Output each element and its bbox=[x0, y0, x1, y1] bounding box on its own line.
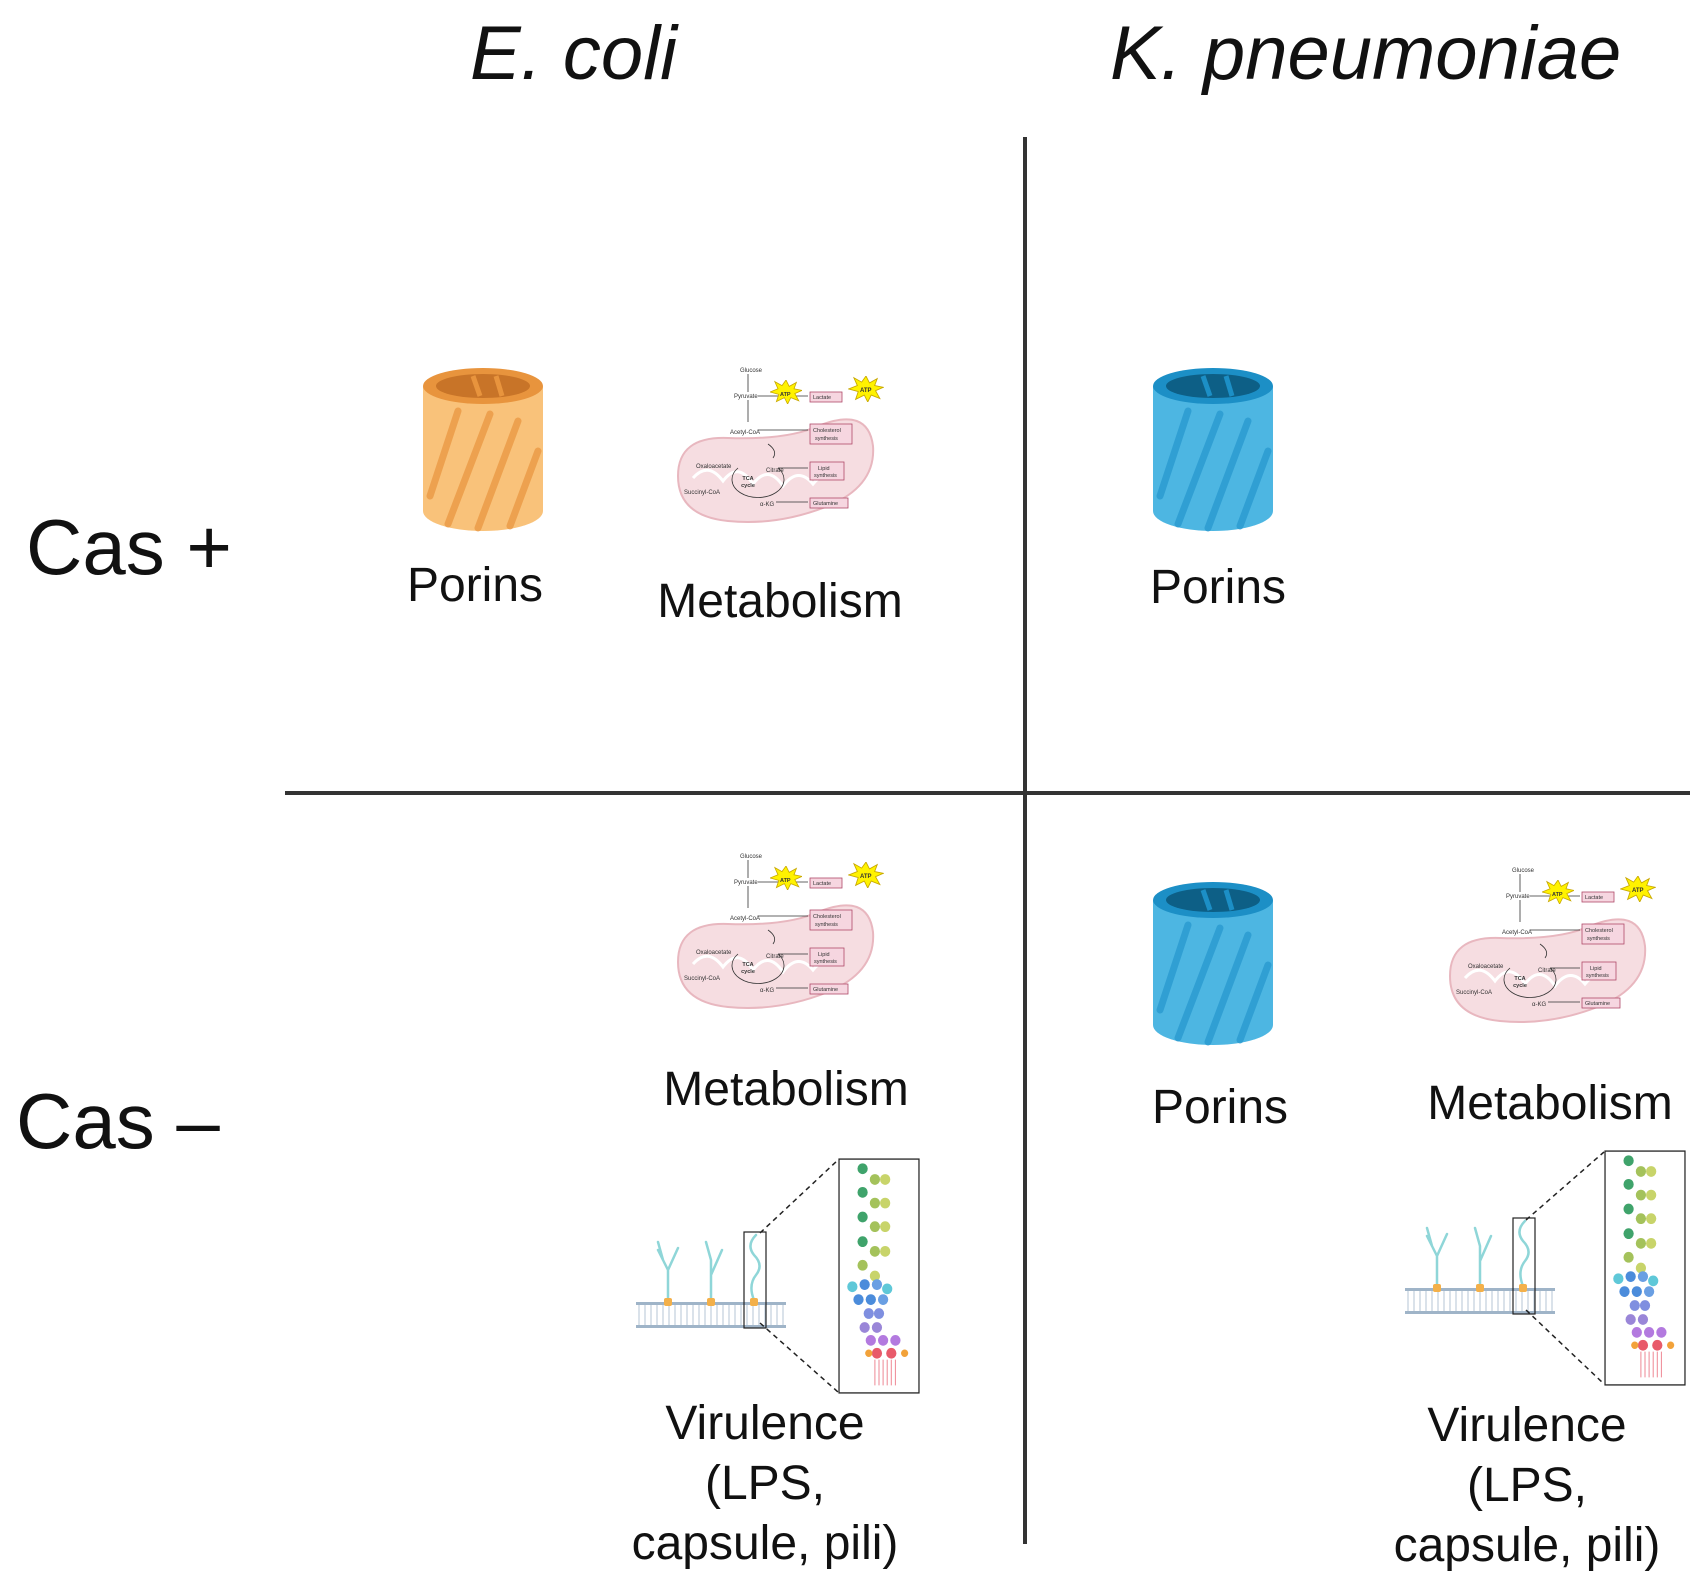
metabolism-text: TCA bbox=[742, 962, 753, 968]
metabolism-text: ATP bbox=[780, 392, 791, 398]
metabolism-text: Succinyl-CoA bbox=[684, 976, 720, 982]
metabolism-text: α-KG bbox=[760, 502, 774, 508]
metabolism-text: ATP bbox=[780, 878, 791, 884]
porin-orange-icon bbox=[418, 366, 548, 536]
metabolism-text: cycle bbox=[1513, 983, 1527, 989]
label-virulence-line1: Virulence bbox=[1427, 1399, 1627, 1452]
label-metabolism: Metabolism bbox=[663, 1063, 909, 1116]
pathway-box bbox=[1581, 891, 1615, 903]
column-header-kpneumoniae: K. pneumoniae bbox=[1110, 11, 1622, 96]
lps-zoom-icon bbox=[1604, 1150, 1686, 1386]
metabolism-text: Pyruvate bbox=[734, 880, 758, 886]
pathway-box bbox=[809, 909, 853, 931]
horizontal-divider bbox=[285, 791, 1690, 795]
label-metabolism: Metabolism bbox=[657, 575, 903, 628]
label-virulence-line2: (LPS, bbox=[1466, 1459, 1588, 1512]
pathway-box bbox=[809, 391, 843, 403]
metabolism-text: synthesis bbox=[1586, 973, 1609, 979]
metabolism-text: ATP bbox=[1552, 892, 1563, 898]
metabolism-text: Lipid bbox=[818, 952, 830, 958]
label-virulence-line3: capsule, pili) bbox=[631, 1517, 899, 1570]
metabolism-text: synthesis bbox=[815, 436, 838, 442]
metabolism-text: Pyruvate bbox=[734, 394, 758, 400]
metabolism-text: Lactate bbox=[813, 881, 831, 887]
mitochondrion-shape bbox=[676, 904, 875, 1009]
pathway-box bbox=[809, 461, 845, 481]
metabolism-text: ATP bbox=[860, 874, 872, 880]
metabolism-text: Lactate bbox=[813, 395, 831, 401]
metabolism-text: Glutamine bbox=[813, 987, 838, 993]
metabolism-text: Acetyl-CoA bbox=[730, 430, 760, 436]
label-virulence: Virulence (LPS, capsule, pili) bbox=[1362, 1396, 1692, 1576]
metabolism-text: Oxaloacetate bbox=[696, 950, 732, 956]
mitochondrion-shape bbox=[1448, 918, 1647, 1023]
cristae-shape bbox=[691, 468, 844, 489]
metabolism-text: Acetyl-CoA bbox=[1502, 930, 1532, 936]
metabolism-text: α-KG bbox=[1532, 1002, 1546, 1008]
metabolism-text: ATP bbox=[860, 388, 872, 394]
pathway-box bbox=[1581, 961, 1617, 981]
metabolism-text: synthesis bbox=[1587, 936, 1610, 942]
metabolism-text: synthesis bbox=[814, 473, 837, 479]
label-metabolism: Metabolism bbox=[1427, 1077, 1673, 1130]
mitochondrion-shape bbox=[676, 418, 875, 523]
metabolism-text: Lipid bbox=[818, 466, 830, 472]
row-header-cas-plus: Cas + bbox=[26, 503, 232, 591]
metabolism-text: cycle bbox=[741, 483, 755, 489]
metabolism-text: Lipid bbox=[1590, 966, 1602, 972]
metabolism-text: Lactate bbox=[1585, 895, 1603, 901]
zoom-lines bbox=[759, 1159, 839, 1393]
metabolism-text: Oxaloacetate bbox=[1468, 964, 1504, 970]
label-porins: Porins bbox=[1149, 561, 1287, 614]
metabolism-text: Glucose bbox=[740, 368, 763, 374]
metabolism-text: Glutamine bbox=[813, 501, 838, 507]
pathway-box bbox=[809, 877, 843, 889]
metabolism-text: TCA bbox=[1514, 976, 1525, 982]
label-porins: Porins bbox=[1151, 1081, 1289, 1134]
metabolism-text: Cholesterol bbox=[1585, 928, 1613, 934]
metabolism-text: α-KG bbox=[760, 988, 774, 994]
column-header-ecoli: E. coli bbox=[470, 11, 677, 96]
cristae-shape bbox=[1463, 968, 1616, 989]
label-virulence-line3: capsule, pili) bbox=[1393, 1519, 1661, 1572]
metabolism-text: synthesis bbox=[815, 922, 838, 928]
metabolism-text: synthesis bbox=[814, 959, 837, 965]
metabolism-text: Citrate bbox=[766, 468, 784, 474]
metabolism-text: Cholesterol bbox=[813, 914, 841, 920]
vertical-divider bbox=[1023, 137, 1027, 1544]
label-virulence: Virulence (LPS, capsule, pili) bbox=[600, 1394, 930, 1574]
pathway-box bbox=[1581, 923, 1625, 945]
porin-blue-icon bbox=[1148, 366, 1278, 536]
row-header-cas-minus: Cas – bbox=[16, 1077, 220, 1165]
metabolism-text: Succinyl-CoA bbox=[1456, 990, 1492, 996]
pathway-box bbox=[809, 947, 845, 967]
metabolism-text: Succinyl-CoA bbox=[684, 490, 720, 496]
metabolism-text: Glucose bbox=[1512, 868, 1535, 874]
metabolism-text: ATP bbox=[1632, 888, 1644, 894]
label-virulence-line1: Virulence bbox=[665, 1397, 865, 1450]
pathway-box bbox=[809, 497, 849, 509]
pathway-box bbox=[809, 423, 853, 445]
metabolism-text: Acetyl-CoA bbox=[730, 916, 760, 922]
metabolism-text: Glucose bbox=[740, 854, 763, 860]
metabolism-text: Oxaloacetate bbox=[696, 464, 732, 470]
porin-blue-icon bbox=[1148, 880, 1278, 1050]
label-porins: Porins bbox=[406, 559, 544, 612]
metabolism-text: Cholesterol bbox=[813, 428, 841, 434]
metabolism-text: Pyruvate bbox=[1506, 894, 1530, 900]
cristae-shape bbox=[691, 954, 844, 975]
metabolism-text: TCA bbox=[742, 476, 753, 482]
metabolism-text: Glutamine bbox=[1585, 1001, 1610, 1007]
label-virulence-line2: (LPS, bbox=[704, 1457, 826, 1510]
metabolism-text: Citrate bbox=[766, 954, 784, 960]
pathway-box bbox=[809, 983, 849, 995]
lps-zoom-icon bbox=[838, 1158, 920, 1394]
zoom-lines bbox=[1525, 1151, 1605, 1385]
metabolism-text: Citrate bbox=[1538, 968, 1556, 974]
pathway-box bbox=[1581, 997, 1621, 1009]
metabolism-text: cycle bbox=[741, 969, 755, 975]
